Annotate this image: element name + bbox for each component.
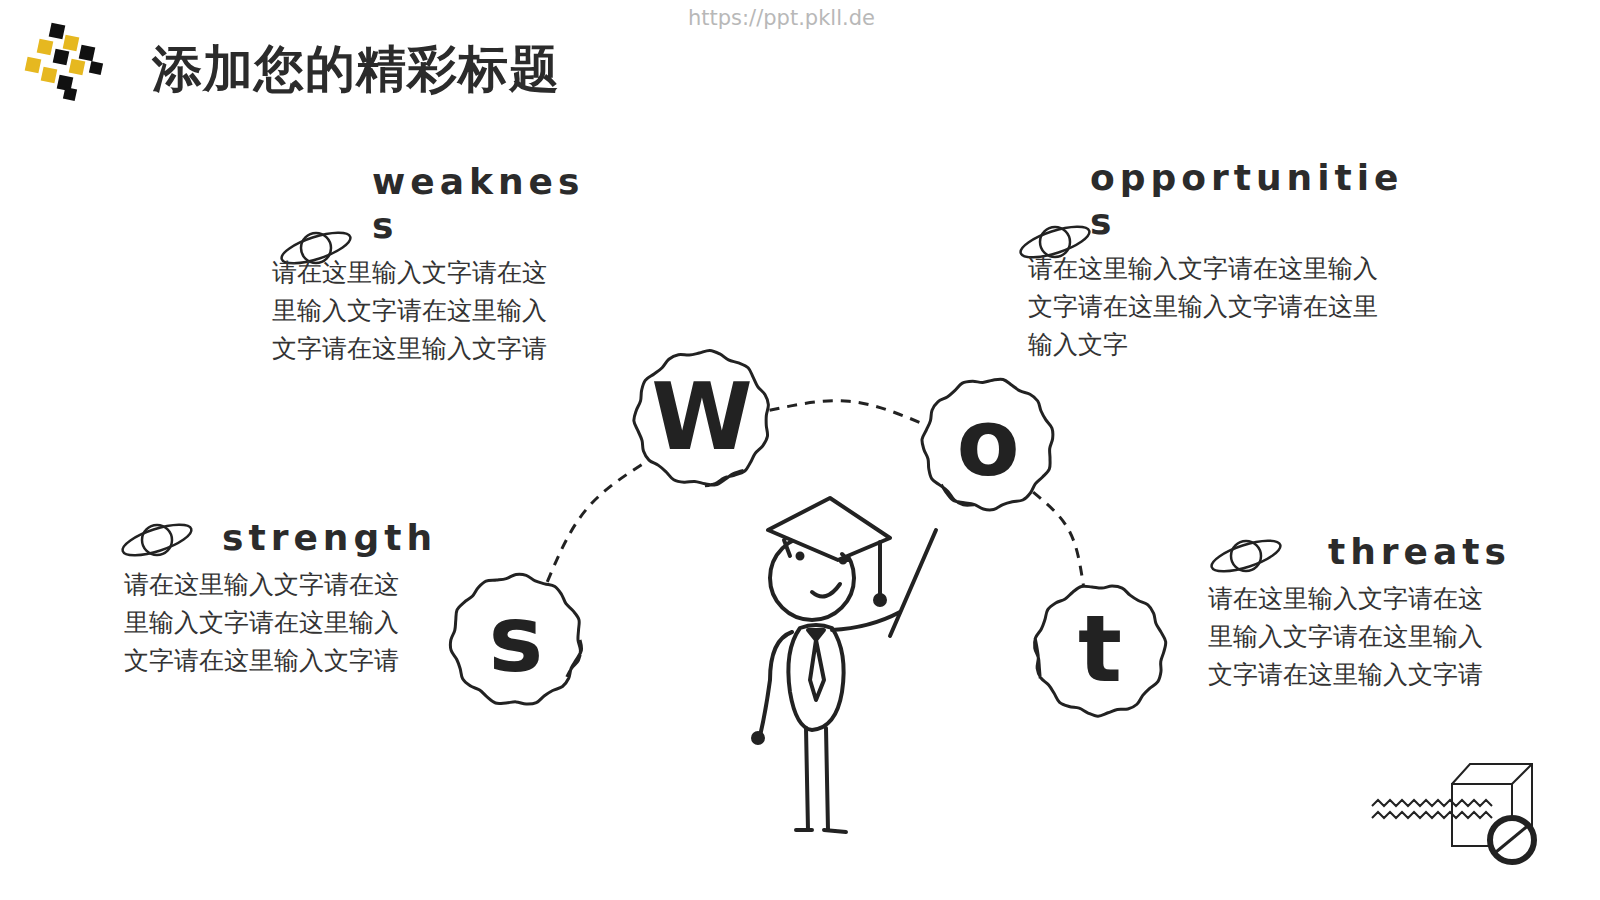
- weakness-heading: weaknes s: [372, 160, 592, 248]
- dashed-connector: [770, 401, 925, 425]
- logo-checker: [25, 23, 103, 101]
- weakness-body: 请在这里输入文字请在这里输入文字请在这里输入文字请在这里输入文字请: [272, 254, 564, 368]
- dashed-connector: [1033, 492, 1083, 586]
- watermark: https://ppt.pkll.de: [688, 6, 875, 30]
- circle-letter: s: [452, 576, 580, 704]
- strength-heading: strength: [222, 516, 482, 560]
- strength-circle: s: [452, 576, 580, 704]
- corner-decoration: [1372, 764, 1534, 862]
- opportunity-circle: o: [924, 380, 1052, 508]
- dashed-connector: [547, 460, 648, 582]
- threats-body: 请在这里输入文字请在这里输入文字请在这里输入文字请在这里输入文字请: [1208, 580, 1500, 694]
- opportunities-body: 请在这里输入文字请在这里输入文字请在这里输入文字请在这里输入文字: [1028, 250, 1396, 364]
- weakness-circle: W: [636, 352, 768, 484]
- slide-title: 添加您的精彩标题: [152, 36, 560, 103]
- threats-heading: threats: [1328, 530, 1528, 574]
- circle-letter: o: [924, 380, 1052, 508]
- threat-circle: t: [1036, 586, 1164, 714]
- circle-letter: t: [1036, 586, 1164, 714]
- teacher-figure: [753, 498, 936, 832]
- strength-body: 请在这里输入文字请在这里输入文字请在这里输入文字请在这里输入文字请: [124, 566, 416, 680]
- circle-letter: W: [636, 352, 768, 484]
- opportunities-heading: opportunitie s: [1090, 156, 1435, 244]
